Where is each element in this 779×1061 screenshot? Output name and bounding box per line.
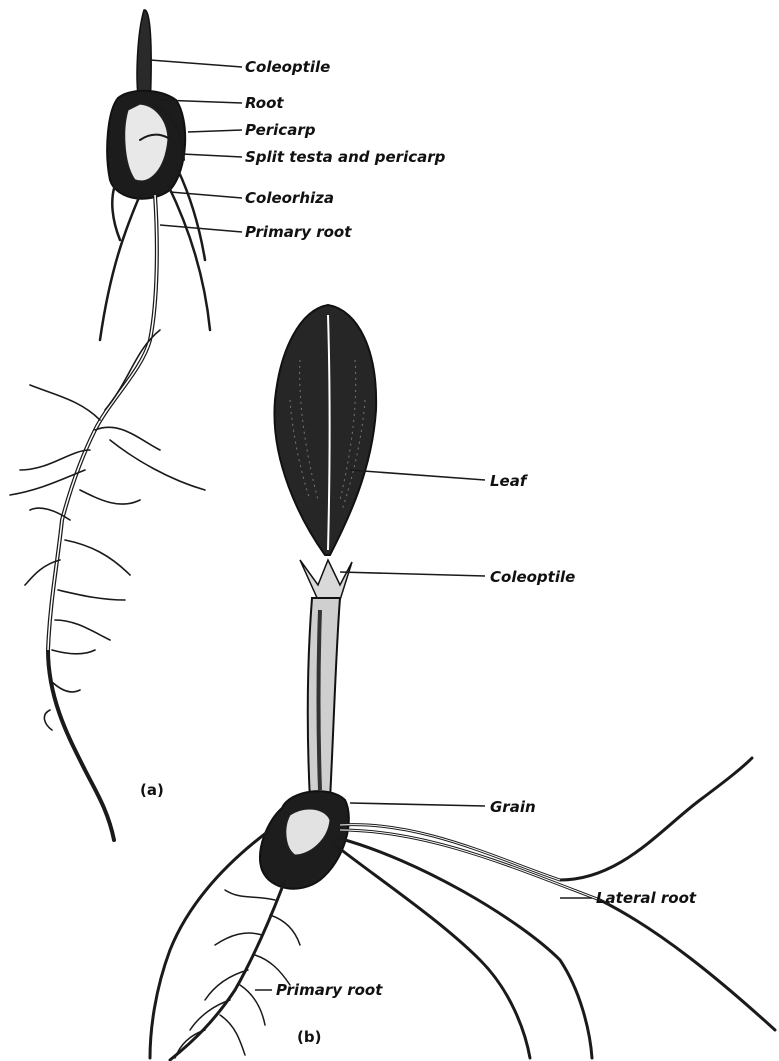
leader-grain-b	[350, 803, 485, 806]
label-primary-root-a: Primary root	[245, 223, 352, 241]
primary-root-a-inner	[48, 195, 157, 650]
stem-b-shape	[308, 598, 340, 800]
leaf-b-shape	[274, 305, 376, 555]
label-split-testa-a: Split testa and pericarp	[245, 148, 446, 166]
label-coleorhiza-a: Coleorhiza	[245, 189, 334, 207]
label-primary-root-b: Primary root	[276, 981, 383, 999]
caption-b: (b)	[297, 1028, 321, 1046]
primary-root-a	[48, 195, 157, 840]
label-coleoptile-b: Coleoptile	[490, 568, 575, 586]
leader-coleoptile-b	[340, 572, 485, 576]
leader-coleoptile-a	[150, 60, 242, 67]
caption-a: (a)	[140, 781, 164, 799]
leader-leaf-b	[350, 470, 485, 480]
leader-split-testa-a	[182, 154, 242, 157]
label-grain-b: Grain	[490, 798, 536, 816]
leader-pericarp-a	[188, 130, 242, 132]
primary-root-b	[170, 880, 285, 1060]
stem-b-shade	[319, 610, 321, 790]
coleoptile-b-shape	[300, 560, 352, 600]
label-pericarp-a: Pericarp	[245, 121, 316, 139]
leader-primary-root-a	[160, 225, 242, 232]
seedling-b-drawing	[150, 305, 775, 1060]
lateral-roots-b	[150, 758, 775, 1058]
label-leaf-b: Leaf	[490, 472, 529, 490]
label-root-a: Root	[245, 94, 284, 112]
fibrous-roots-a	[10, 330, 205, 730]
lateral-roots-b-inner	[340, 825, 600, 900]
leader-coleorhiza-a	[170, 192, 242, 198]
seedling-a-drawing	[10, 10, 242, 840]
root-hairs-b	[175, 890, 300, 1058]
label-lateral-root-b: Lateral root	[596, 889, 697, 907]
label-coleoptile-a: Coleoptile	[245, 58, 330, 76]
